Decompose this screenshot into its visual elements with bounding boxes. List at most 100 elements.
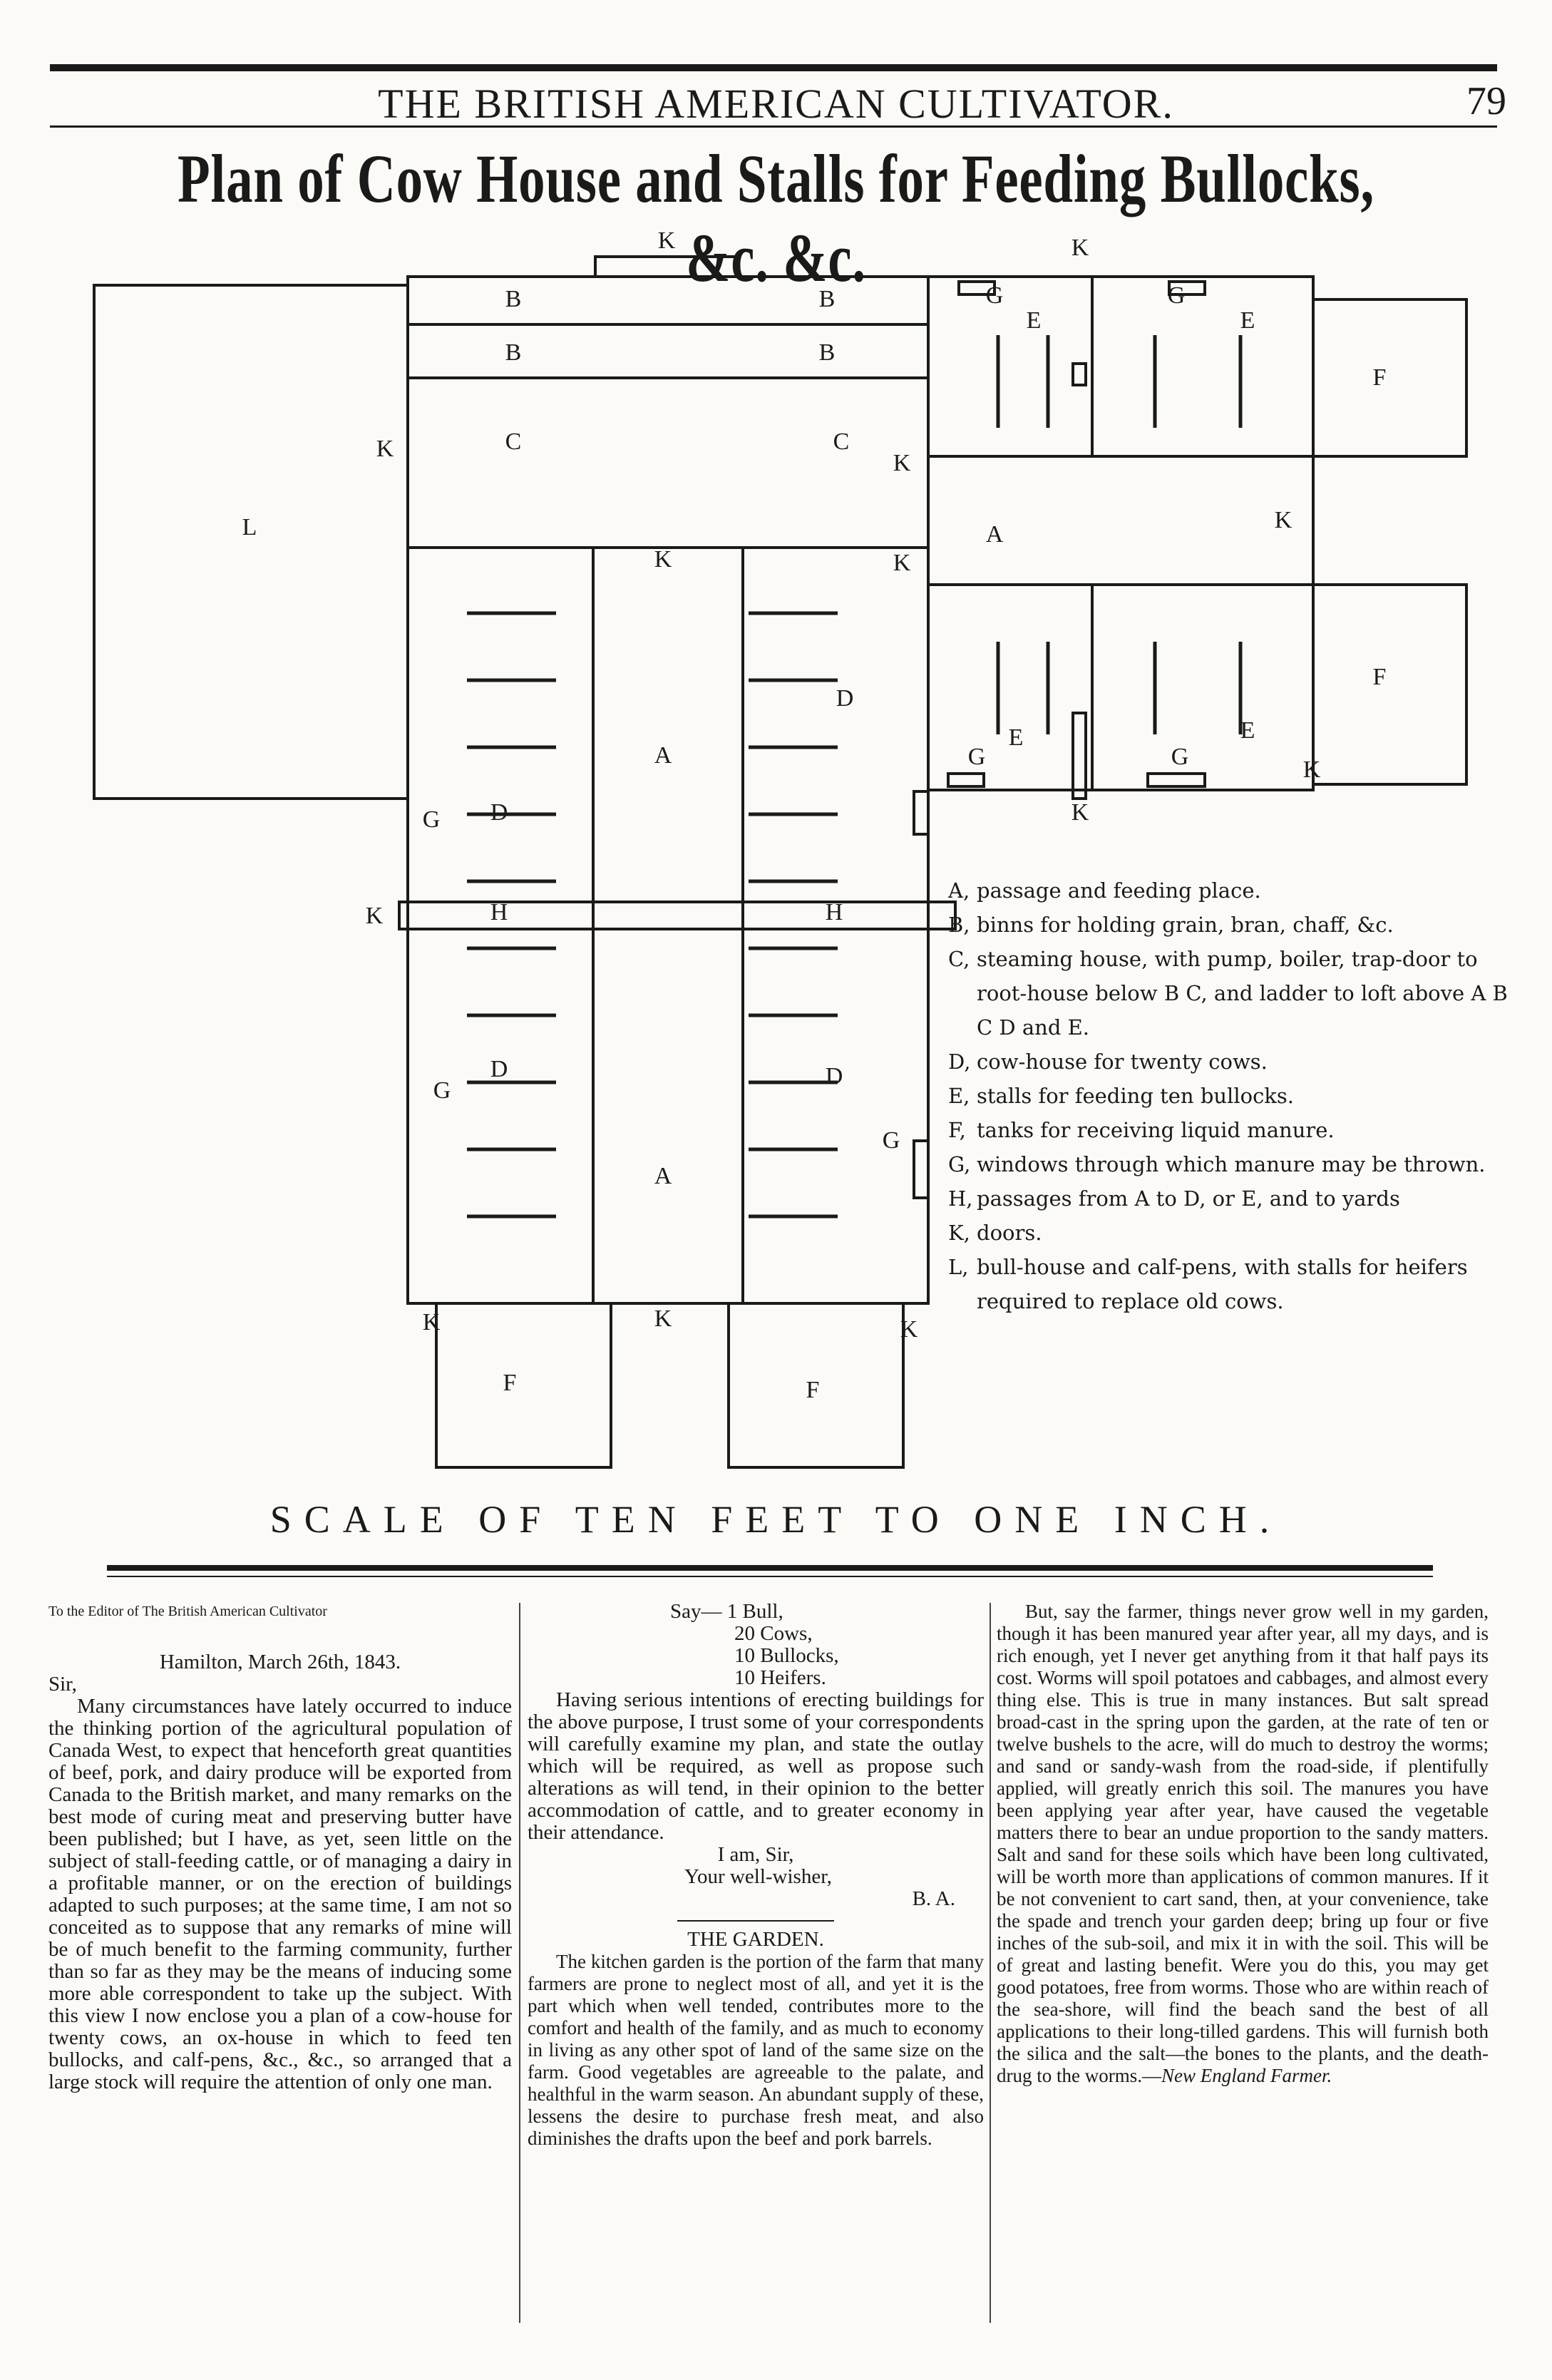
garden-body-1: The kitchen garden is the portion of the… (528, 1951, 984, 2149)
room-label: A (654, 1163, 672, 1189)
stock-line: 20 Cows, (734, 1622, 813, 1645)
room-label: D (826, 1063, 843, 1089)
legend-text: stalls for feeding ten bullocks. (977, 1084, 1294, 1108)
room-label: F (806, 1377, 820, 1403)
room-D-right (741, 546, 930, 1305)
letter-salutation: Sir, (48, 1673, 77, 1696)
legend-text: passage and feeding place. (977, 878, 1261, 903)
legend-row: F, tanks for receiving liquid manure. (948, 1113, 1518, 1147)
letter-body: Many circumstances have lately occurred … (48, 1695, 512, 2093)
room-label: B (819, 339, 836, 366)
legend-key: D, (948, 1050, 971, 1074)
garden-source: New England Farmer. (1161, 2065, 1332, 2086)
room-label: G (423, 806, 441, 833)
room-label: E (1240, 717, 1255, 744)
room-label: K (1072, 799, 1089, 826)
legend-key: F, (948, 1118, 966, 1142)
room-label: K (893, 550, 911, 576)
room-label: G (883, 1127, 900, 1154)
legend-row: H,passages from A to D, or E, and to yar… (948, 1181, 1518, 1216)
legend-text: cow-house for twenty cows. (977, 1050, 1268, 1074)
legend-text: passages from A to D, or E, and to yards (977, 1186, 1400, 1211)
stock-line: 10 Bullocks, (734, 1644, 839, 1667)
room-label: F (1373, 364, 1387, 391)
letter-closing-2: Your well-wisher, (684, 1865, 832, 1888)
room-label: E (1240, 307, 1255, 334)
legend-key: B, (948, 913, 970, 937)
legend-key: L, (948, 1255, 969, 1279)
plan-stall-divisions (467, 335, 1243, 1219)
tank-F-bottom-left (435, 1302, 612, 1469)
legend-row: K,doors. (948, 1216, 1518, 1250)
room-label: K (376, 436, 394, 462)
tank-F-upper (1312, 298, 1468, 458)
legend-key: E, (948, 1084, 970, 1108)
legend-row: B,binns for holding grain, bran, chaff, … (948, 908, 1518, 942)
room-label: K (900, 1316, 918, 1343)
room-label: C (833, 429, 850, 455)
legend-row: E, stalls for feeding ten bullocks. (948, 1079, 1518, 1113)
legend-key: C, (948, 947, 970, 971)
room-label: K (658, 227, 676, 254)
room-label: F (503, 1370, 517, 1396)
room-label: H (490, 899, 508, 925)
header-top-rule (50, 64, 1497, 71)
stock-line: Say— 1 Bull, (670, 1600, 783, 1623)
passage-H (398, 901, 957, 930)
tank-F-lower (1312, 583, 1468, 786)
legend-row: L, bull-house and calf-pens, with stalls … (948, 1250, 1518, 1318)
room-label: B (505, 339, 522, 366)
room-A (592, 546, 744, 1305)
letter-body-2: Having serious intentions of erecting bu… (528, 1688, 984, 1844)
garden-body-2-text: But, say the farmer, things never grow w… (997, 1601, 1489, 2086)
legend-text: steaming house, with pump, boiler, trap-… (977, 947, 1508, 1040)
room-label: G (1171, 744, 1189, 770)
letter-column-2: Say— 1 Bull, 20 Cows, 10 Bullocks, 10 He… (528, 1601, 984, 2150)
room-label: K (893, 450, 911, 476)
room-label: B (505, 286, 522, 312)
legend-text: bull-house and calf-pens, with stalls fo… (977, 1255, 1468, 1313)
room-label: K (654, 1306, 672, 1332)
letter-column-1: To the Editor of The British American Cu… (48, 1601, 512, 2093)
room-label: F (1373, 664, 1387, 690)
section-rule-thin (107, 1576, 1433, 1577)
room-label: D (490, 1056, 508, 1082)
letter-signature: B. A. (912, 1887, 955, 1910)
letter-closing-1: I am, Sir, (717, 1843, 794, 1866)
legend-key: H, (948, 1186, 973, 1211)
stock-list: Say— 1 Bull, 20 Cows, 10 Bullocks, 10 He… (528, 1601, 984, 1689)
legend-row: G,windows through which manure may be th… (948, 1147, 1518, 1181)
legend-key: A, (948, 878, 970, 903)
room-label: K (366, 903, 384, 929)
legend-row: A, passage and feeding place. (948, 873, 1518, 908)
room-BC (406, 275, 930, 549)
letter-addressee: To the Editor of The British American Cu… (48, 1604, 327, 1619)
legend-row: C, steaming house, with pump, boiler, tra… (948, 942, 1518, 1045)
room-label: K (423, 1309, 441, 1335)
room-label: K (654, 546, 672, 573)
garden-column-3: But, say the farmer, things never grow w… (997, 1601, 1489, 2087)
legend-key: K, (948, 1221, 970, 1245)
room-label: B (819, 286, 836, 312)
scale-caption: SCALE OF TEN FEET TO ONE INCH. (269, 1498, 1283, 1541)
room-label: E (1009, 724, 1024, 751)
room-label: K (1072, 235, 1089, 261)
room-label: G (1168, 282, 1186, 309)
legend-row: D,cow-house for twenty cows. (948, 1045, 1518, 1079)
section-rule-thick (107, 1565, 1433, 1571)
page-number: 79 (1466, 79, 1506, 123)
column-divider-2 (990, 1603, 991, 2323)
letter-dateline: Hamilton, March 26th, 1843. (159, 1651, 401, 1673)
legend-key: G, (948, 1152, 971, 1176)
room-label: D (836, 685, 854, 712)
room-label: L (242, 514, 257, 540)
header-bottom-rule (50, 125, 1497, 128)
room-label: G (986, 282, 1004, 309)
garden-body-2: But, say the farmer, things never grow w… (997, 1601, 1489, 2087)
room-label: K (1275, 507, 1293, 533)
column-divider-1 (519, 1603, 520, 2323)
legend-text: tanks for receiving liquid manure. (977, 1118, 1335, 1142)
room-D-left (406, 546, 595, 1305)
plan-walls (93, 255, 1468, 1469)
room-label: G (968, 744, 986, 770)
